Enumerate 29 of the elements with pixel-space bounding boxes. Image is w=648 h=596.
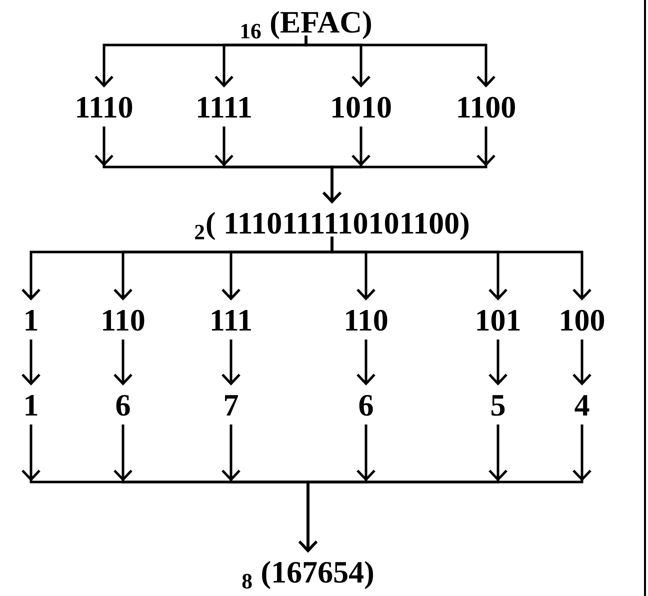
nibble: 1110 [77, 96, 132, 118]
nibble: 1010 [332, 96, 391, 118]
octal-digit: 6 [116, 394, 130, 416]
octal-digit: 4 [574, 395, 590, 416]
octal-digit: 5 [492, 395, 505, 416]
arrow [330, 236, 592, 300]
octal-digit: 6 [359, 394, 373, 416]
bit-group: 110 [103, 310, 144, 331]
arrow [356, 340, 376, 386]
arrow [22, 340, 40, 386]
arrow [304, 36, 496, 88]
bit-group: 111 [212, 310, 251, 330]
binary-number: $_{2}$( 1110111110101100) [195, 212, 469, 240]
octal-number: $_{8}$ (167654) [242, 560, 373, 590]
bit-group: 110 [346, 310, 388, 331]
nibble: 1100 [458, 96, 515, 118]
arrow [298, 424, 592, 552]
arrow [222, 340, 240, 386]
bit-group: 1 [26, 310, 38, 330]
hex-number: $_{16}$ (EFAC) [241, 10, 371, 40]
bit-group: 100 [561, 310, 604, 331]
nibble: 1111 [198, 97, 251, 118]
bit-group: 101 [477, 310, 520, 331]
arrow [488, 340, 508, 386]
arrow [114, 340, 132, 386]
octal-digit: 7 [225, 395, 238, 416]
arrow [322, 126, 496, 204]
octal-digit: 1 [26, 395, 38, 416]
arrow [572, 340, 592, 386]
